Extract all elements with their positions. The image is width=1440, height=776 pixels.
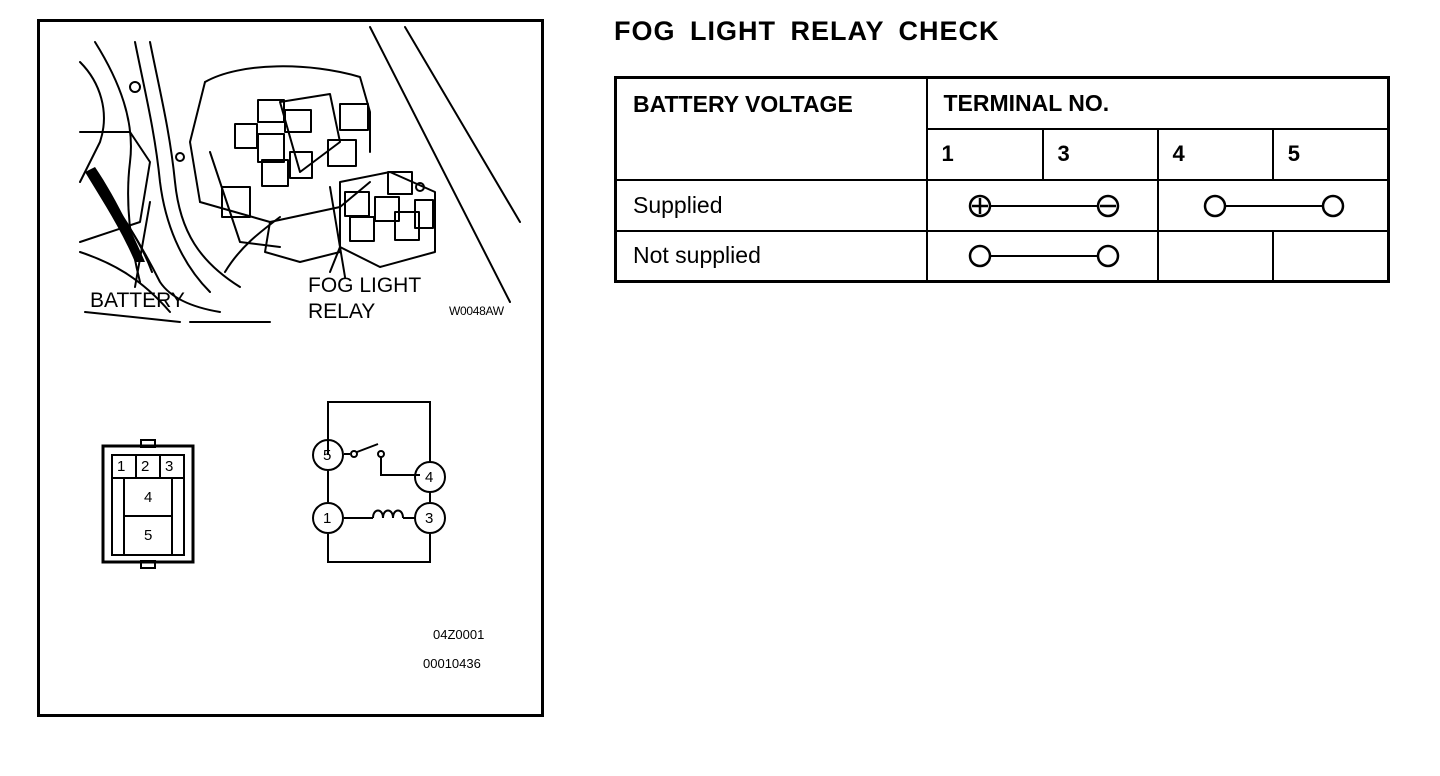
table-row: Not supplied bbox=[614, 229, 1390, 283]
figure-code-2: 00010436 bbox=[423, 656, 481, 671]
figure-panel: BATTERY FOG LIGHT RELAY W0048AW 1 2 3 4 … bbox=[37, 19, 544, 717]
fog-light-relay-label-line2: RELAY bbox=[308, 300, 376, 323]
continuity-line-plus-minus bbox=[968, 194, 1119, 217]
connector-terminal-3: 3 bbox=[165, 458, 174, 475]
continuity-line-4-5 bbox=[1203, 194, 1344, 217]
terminal-4-header: 4 bbox=[1156, 127, 1274, 181]
connector-terminal-5: 5 bbox=[144, 527, 153, 544]
empty-cell-5 bbox=[1271, 229, 1390, 283]
table-row: Supplied bbox=[614, 178, 1389, 232]
engine-bay-illustration bbox=[79, 26, 521, 569]
connector-terminal-1: 1 bbox=[117, 458, 126, 475]
fog-light-relay-label-line1: FOG LIGHT bbox=[308, 274, 422, 297]
relay-terminal-1: 1 bbox=[323, 510, 332, 527]
relay-terminal-3: 3 bbox=[425, 510, 434, 527]
continuity-1-3-supplied bbox=[925, 178, 1159, 232]
page-title: FOG LIGHT RELAY CHECK bbox=[614, 16, 1000, 46]
relay-terminal-4: 4 bbox=[425, 469, 434, 486]
battery-voltage-header: BATTERY VOLTAGE bbox=[614, 76, 928, 181]
connector-terminal-4: 4 bbox=[144, 489, 153, 506]
connector-terminal-2: 2 bbox=[141, 458, 150, 475]
terminal-3-header: 3 bbox=[1041, 127, 1159, 181]
photo-code: W0048AW bbox=[449, 304, 504, 318]
table-header-row: BATTERY VOLTAGE TERMINAL NO. bbox=[614, 76, 1389, 181]
figure-code-1: 04Z0001 bbox=[433, 627, 485, 642]
relay-terminal-5: 5 bbox=[323, 447, 332, 464]
battery-label: BATTERY bbox=[90, 289, 185, 312]
relay-check-table: BATTERY VOLTAGE TERMINAL NO. 1 3 4 5 Sup… bbox=[614, 76, 1390, 283]
row-label-not-supplied: Not supplied bbox=[614, 229, 928, 283]
continuity-line-1-3 bbox=[968, 245, 1119, 268]
continuity-1-3-not-supplied bbox=[925, 229, 1159, 283]
continuity-4-5-supplied bbox=[1156, 178, 1389, 232]
row-label-supplied: Supplied bbox=[614, 178, 928, 232]
terminal-numbers-row: 1 3 4 5 bbox=[616, 127, 1390, 181]
terminal-1-header: 1 bbox=[925, 127, 1044, 181]
empty-cell-4 bbox=[1156, 229, 1274, 283]
terminal-no-header: TERMINAL NO. bbox=[925, 76, 1389, 130]
terminal-5-header: 5 bbox=[1271, 127, 1390, 181]
